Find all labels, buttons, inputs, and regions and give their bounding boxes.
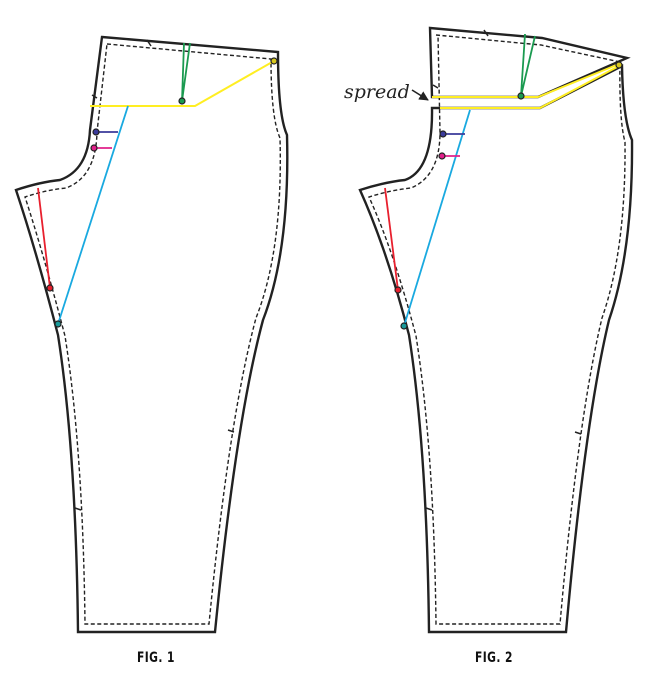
fig1-pattern-piece <box>14 35 289 634</box>
fig2-seam-line <box>368 34 626 625</box>
fig2-point-dart <box>517 92 525 100</box>
fig2-yoke-cut-line <box>428 26 631 99</box>
fig2-cut-line <box>358 64 634 634</box>
fig1-point-hip-lower <box>90 144 98 152</box>
fig2-caption: FIG. 2 <box>475 650 513 666</box>
fig2-yoke-line-upper <box>432 63 620 98</box>
fig2-point-grain <box>400 322 408 330</box>
fig1-notch-waist <box>146 39 152 47</box>
fig2-pattern-piece <box>358 26 634 634</box>
fig2-crotch-line <box>384 187 399 291</box>
fig1-cut-line <box>14 35 289 634</box>
fig2-point-hip-lower <box>438 152 446 160</box>
fig1-crotch-line <box>37 187 51 289</box>
fig1-point-grain <box>54 320 62 328</box>
fig1-point-hip-side <box>270 57 278 65</box>
fig2-point-hip-side <box>615 61 623 69</box>
fig2-notch-waist <box>483 29 489 37</box>
fig2-point-hip-upper <box>439 130 447 138</box>
fig1-point-hip-upper <box>92 128 100 136</box>
fig2-notch-inseam <box>425 507 433 511</box>
fig1-grain-line <box>57 105 129 325</box>
fig2-grain-line <box>403 109 471 327</box>
fig1-seam-line <box>24 43 281 625</box>
fig1-notch-inseam <box>74 507 82 511</box>
fig1-notch-side <box>227 429 235 433</box>
fig2-spread-arrow <box>411 89 429 101</box>
fig2-yoke-line-lower <box>440 65 620 109</box>
fig2-notch-front <box>432 84 439 89</box>
fig2-notch-side <box>574 431 582 435</box>
fig2-spread-annotation: spread <box>344 81 410 103</box>
fig1-point-dart <box>178 97 186 105</box>
fig2-point-crotch <box>394 286 402 294</box>
fig1-notch-front <box>91 94 98 99</box>
fig1-yoke-line <box>90 60 275 107</box>
fig1-caption: FIG. 1 <box>137 650 175 666</box>
fig1-point-crotch <box>46 284 54 292</box>
